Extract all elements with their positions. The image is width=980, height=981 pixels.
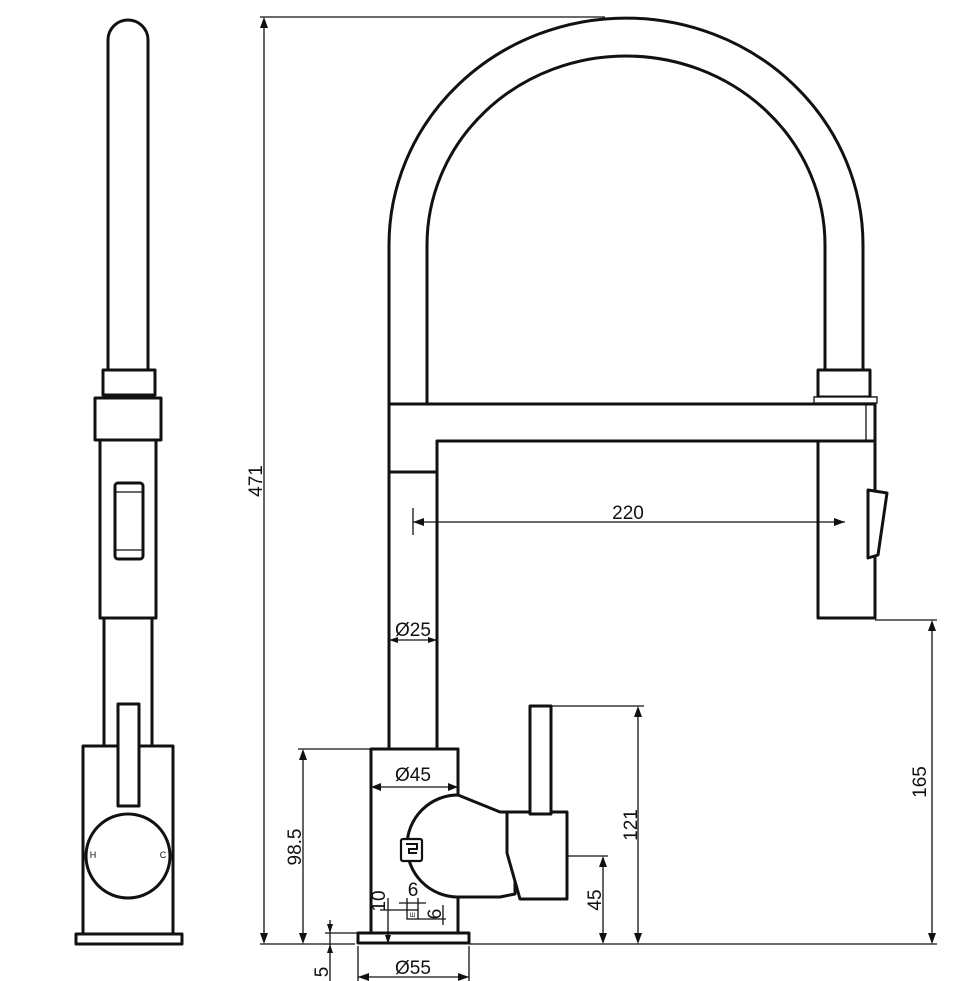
cold-label: C bbox=[160, 850, 167, 860]
base-slot-mark: Ш bbox=[410, 913, 416, 919]
dim-outlet-height: 165 bbox=[910, 766, 931, 798]
base-plate bbox=[356, 931, 471, 945]
dim-spout-reach: 220 bbox=[612, 503, 644, 524]
front-lever bbox=[116, 702, 141, 808]
dim-lever-axis: 45 bbox=[585, 889, 606, 910]
front-base-plate bbox=[74, 932, 184, 946]
sprayer-trigger bbox=[866, 488, 889, 560]
dimension-labels: 471 220 Ø25 Ø45 121 165 98.5 45 10 6 6 5… bbox=[246, 465, 931, 979]
front-handle-disc bbox=[84, 812, 172, 900]
dim-slot-height: 6 bbox=[425, 909, 446, 920]
dim-total-height: 471 bbox=[246, 465, 267, 497]
dim-base-thickness: 5 bbox=[312, 967, 333, 978]
hot-label: H bbox=[90, 850, 97, 860]
collar-seat bbox=[813, 396, 878, 404]
sprayer-head bbox=[816, 439, 877, 620]
handle-lever bbox=[528, 704, 553, 816]
front-view: H C bbox=[74, 18, 184, 946]
front-sprayer-button bbox=[113, 481, 145, 561]
dimension-lines bbox=[260, 16, 937, 981]
front-spout-collar bbox=[101, 368, 157, 397]
spout-hose-collar bbox=[816, 368, 872, 399]
handle-hub bbox=[405, 793, 517, 899]
front-spout-hose bbox=[106, 18, 150, 374]
spout-hose-arch bbox=[387, 16, 865, 406]
dim-tube-diameter: Ø25 bbox=[395, 620, 431, 641]
dim-base-diameter: Ø55 bbox=[395, 958, 431, 979]
front-spout-ring bbox=[93, 396, 163, 442]
dim-base-step: 10 bbox=[369, 890, 390, 911]
dim-slot-width: 6 bbox=[408, 880, 419, 901]
side-view: Ш bbox=[356, 16, 889, 945]
dim-body-diameter: Ø45 bbox=[395, 765, 431, 786]
brand-logo-icon bbox=[399, 837, 424, 863]
spout-arm bbox=[387, 402, 877, 474]
handle-cap bbox=[505, 810, 569, 901]
dim-body-height: 98.5 bbox=[285, 829, 306, 866]
dim-lever-height: 121 bbox=[621, 809, 642, 841]
base-slot bbox=[406, 909, 419, 920]
